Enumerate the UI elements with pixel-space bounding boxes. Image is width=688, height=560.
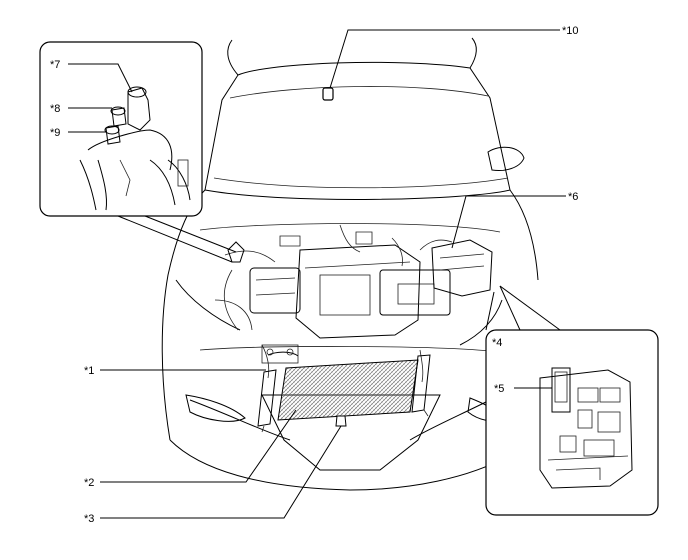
inset-left-panel [39,41,237,263]
callout-9: *9 [50,127,60,139]
spindle-grille [261,394,441,471]
callout-3: *3 [84,513,94,525]
callout-6: *6 [568,191,578,203]
callout-2: *2 [84,477,94,489]
condenser [257,344,431,433]
condenser-core [277,359,419,421]
engine-components [214,224,493,383]
inset-right-frame [485,329,659,516]
callout-5: *5 [494,383,504,395]
callout-7: *7 [50,59,60,71]
side-mirror [487,146,525,171]
windshield-sensor [322,87,334,101]
car-body [161,37,539,491]
drain-fitting [335,415,347,427]
callout-1: *1 [84,365,94,377]
callout-labels: *1 *2 *3 *4 *5 *6 *7 *8 *9 *10 [50,25,579,525]
inset-right-panel [485,285,659,516]
inset-left-frame [39,41,203,217]
callout-8: *8 [50,103,60,115]
callout-10: *10 [562,25,579,37]
callout-4: *4 [492,337,502,349]
open-hood [204,61,511,200]
callout-leaders [68,29,566,519]
